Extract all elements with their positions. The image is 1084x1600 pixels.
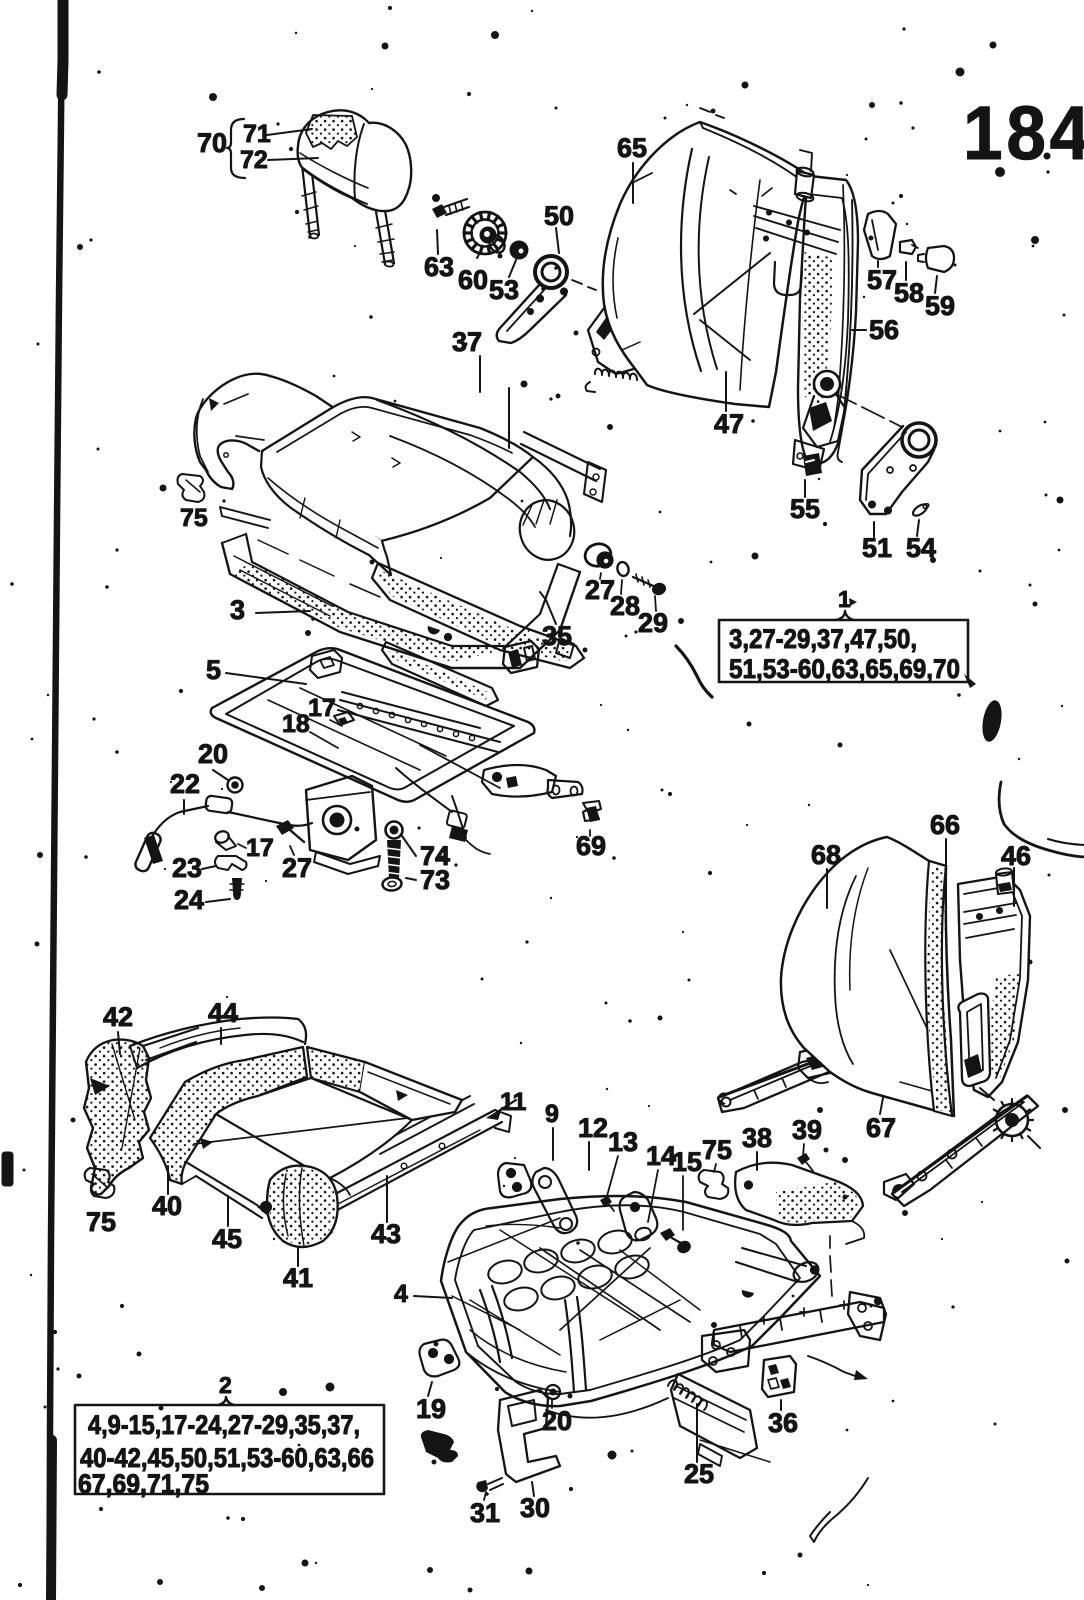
svg-text:3: 3	[230, 595, 245, 625]
svg-text:12: 12	[578, 1113, 608, 1143]
svg-text:73: 73	[420, 865, 450, 895]
svg-text:53: 53	[489, 275, 519, 305]
svg-text:59: 59	[925, 291, 955, 321]
svg-text:25: 25	[684, 1459, 714, 1489]
svg-text:18: 18	[282, 710, 310, 738]
svg-text:22: 22	[170, 769, 200, 799]
svg-text:28: 28	[610, 591, 640, 621]
svg-text:60: 60	[458, 265, 488, 295]
svg-text:38: 38	[742, 1123, 772, 1153]
svg-text:37: 37	[452, 327, 482, 357]
svg-text:67,69,71,75: 67,69,71,75	[78, 1469, 209, 1499]
svg-text:27: 27	[585, 575, 615, 605]
svg-text:24: 24	[174, 885, 204, 915]
svg-text:71: 71	[243, 120, 271, 148]
svg-text:67: 67	[866, 1113, 896, 1143]
svg-text:27: 27	[282, 853, 312, 883]
svg-text:72: 72	[240, 146, 268, 174]
svg-text:51: 51	[862, 533, 892, 563]
svg-text:14: 14	[646, 1141, 676, 1171]
svg-text:75: 75	[180, 504, 208, 532]
svg-text:4: 4	[394, 1280, 408, 1308]
svg-text:17: 17	[246, 834, 274, 862]
svg-text:63: 63	[424, 252, 454, 282]
svg-text:44: 44	[208, 998, 238, 1028]
svg-text:41: 41	[283, 1263, 313, 1293]
svg-text:29: 29	[638, 608, 668, 638]
svg-text:54: 54	[906, 533, 936, 563]
svg-text:184: 184	[963, 91, 1084, 176]
svg-text:46: 46	[1001, 841, 1031, 871]
svg-text:11: 11	[500, 1088, 527, 1116]
svg-text:30: 30	[520, 1493, 550, 1523]
svg-text:23: 23	[172, 853, 202, 883]
svg-text:43: 43	[371, 1219, 401, 1249]
svg-text:66: 66	[930, 810, 960, 840]
svg-text:5: 5	[206, 655, 221, 685]
svg-text:31: 31	[470, 1498, 500, 1528]
svg-text:74: 74	[420, 841, 450, 871]
svg-text:9: 9	[545, 1100, 559, 1128]
svg-text:1: 1	[838, 586, 851, 612]
svg-text:2: 2	[219, 1372, 232, 1398]
svg-text:68: 68	[811, 840, 841, 870]
svg-text:36: 36	[768, 1408, 798, 1438]
svg-text:70: 70	[197, 128, 227, 158]
svg-text:65: 65	[617, 133, 647, 163]
svg-text:75: 75	[702, 1135, 732, 1165]
svg-text:50: 50	[544, 201, 574, 231]
svg-text:75: 75	[86, 1207, 116, 1237]
svg-text:15: 15	[672, 1147, 702, 1177]
svg-text:13: 13	[608, 1127, 638, 1157]
svg-text:55: 55	[790, 494, 820, 524]
svg-text:39: 39	[792, 1115, 822, 1145]
svg-text:56: 56	[869, 315, 899, 345]
svg-text:19: 19	[416, 1394, 446, 1424]
svg-text:20: 20	[198, 739, 228, 769]
svg-text:47: 47	[714, 409, 744, 439]
svg-text:58: 58	[894, 278, 924, 308]
svg-text:40-42,45,50,51,53-60,63,66: 40-42,45,50,51,53-60,63,66	[80, 1443, 374, 1473]
svg-text:57: 57	[867, 265, 897, 295]
svg-text:40: 40	[152, 1191, 182, 1221]
svg-text:42: 42	[103, 1002, 133, 1032]
svg-text:51,53-60,63,65,69,70: 51,53-60,63,65,69,70	[729, 654, 960, 684]
svg-text:3,27-29,37,47,50,: 3,27-29,37,47,50,	[729, 624, 917, 654]
svg-text:4,9-15,17-24,27-29,35,37,: 4,9-15,17-24,27-29,35,37,	[88, 1410, 360, 1440]
svg-text:45: 45	[212, 1224, 242, 1254]
svg-text:35: 35	[542, 621, 572, 651]
svg-text:69: 69	[576, 831, 606, 861]
